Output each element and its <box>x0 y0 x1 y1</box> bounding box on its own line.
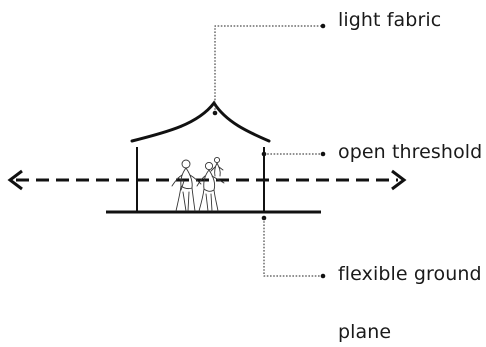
people-sketch-icon <box>171 156 225 212</box>
arrowhead-left-icon <box>7 169 23 191</box>
leader-threshold <box>261 151 326 157</box>
leader-ground <box>261 215 326 279</box>
label-flexible-ground: flexible ground <box>338 263 482 285</box>
arrowhead-right-icon <box>391 169 407 191</box>
label-plane: plane <box>338 321 392 343</box>
canopy-roof <box>130 100 271 143</box>
leader-fabric <box>212 23 326 116</box>
label-open-threshold: open threshold <box>338 141 483 163</box>
label-light-fabric: light fabric <box>338 9 442 31</box>
